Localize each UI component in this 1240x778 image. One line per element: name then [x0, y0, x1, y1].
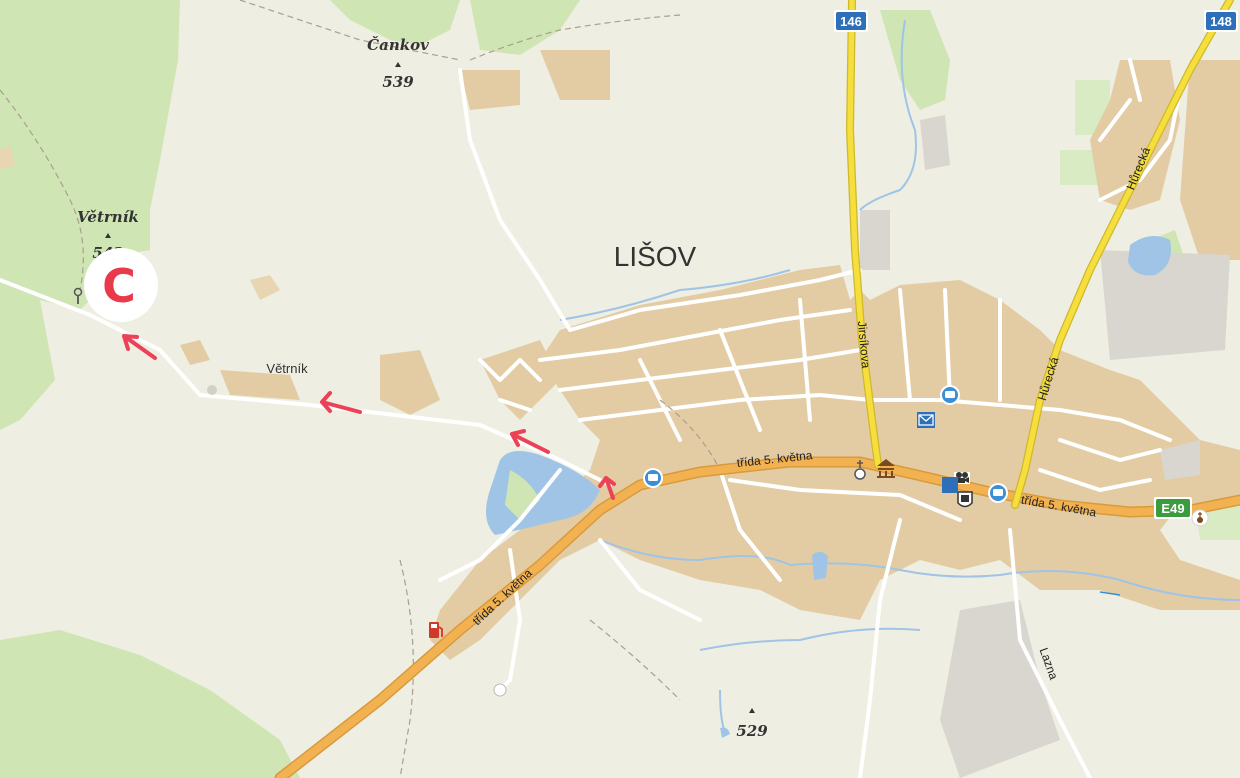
- waypoint-marker-letter: C: [102, 259, 136, 313]
- pond-east: [1128, 236, 1171, 276]
- cemetery-icon[interactable]: [1191, 509, 1209, 527]
- street-label-jirsikova: Jirsíkova: [855, 320, 873, 369]
- road-shield-e49: E49: [1154, 497, 1192, 519]
- stream-direction-arrow: [1099, 591, 1121, 596]
- road-end-marker: [493, 683, 507, 697]
- road-shield-e49-label: E49: [1161, 501, 1184, 516]
- major-road-e49: [274, 456, 1240, 778]
- peak-triangle-529: [749, 708, 755, 713]
- museum-icon[interactable]: [877, 459, 895, 478]
- peak-markers: [105, 62, 755, 713]
- road-shield-146: 146: [834, 10, 868, 32]
- bus-stop-icon[interactable]: [940, 385, 960, 405]
- peak-name-vetrnik: Větrník: [77, 208, 139, 226]
- blue-square-icon[interactable]: [942, 477, 958, 493]
- peak-name-cankov: Čankov: [367, 36, 429, 54]
- road-shield-148: 148: [1204, 10, 1238, 32]
- pond-small: [812, 551, 828, 580]
- route-arrow-4: [598, 476, 616, 500]
- route-arrow-3: [510, 429, 550, 454]
- town-label: LIŠOV: [614, 241, 697, 272]
- bus-stop-icon[interactable]: [643, 468, 663, 488]
- road-shield-148-label: 148: [1210, 14, 1232, 29]
- peak-elevation-cankov: 539: [382, 73, 414, 91]
- road-shield-146-label: 146: [840, 14, 862, 29]
- waypoint-marker-c[interactable]: C: [84, 248, 158, 322]
- castle-icon[interactable]: [957, 491, 973, 508]
- industrial-areas: [860, 115, 1230, 778]
- peak-triangle-cankov: [395, 62, 401, 67]
- church-icon[interactable]: [854, 460, 866, 480]
- secondary-roads: [846, 0, 1234, 509]
- village-label: Větrník: [266, 361, 308, 376]
- peak-triangle-vetrnik: [105, 233, 111, 238]
- route-arrows: [122, 334, 616, 500]
- tracks: [0, 0, 721, 778]
- bus-stop-icon[interactable]: [988, 483, 1008, 503]
- route-arrow-2: [320, 391, 362, 414]
- route-arrow-1: [122, 334, 157, 360]
- post-office-icon[interactable]: [917, 412, 935, 428]
- transmitter-icon: [73, 287, 83, 304]
- minor-roads: [0, 58, 1182, 778]
- pond-tiny: [720, 727, 730, 738]
- junction-marker: [207, 385, 217, 395]
- fuel-station-icon[interactable]: [429, 622, 443, 638]
- peak-elevation-529: 529: [736, 722, 768, 740]
- streams: [559, 19, 1240, 733]
